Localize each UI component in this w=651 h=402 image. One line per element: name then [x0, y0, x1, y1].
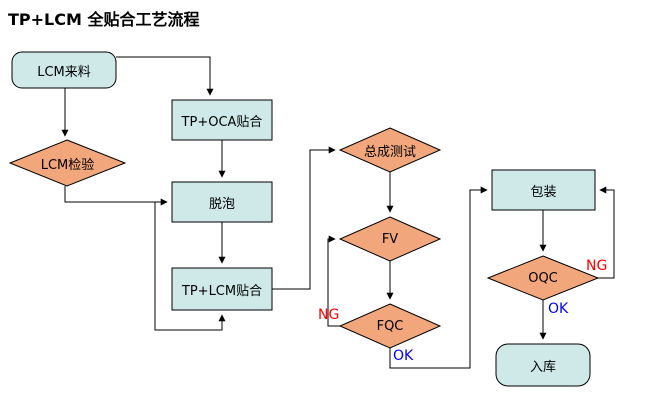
edge-inspection-to-defoaming	[64, 186, 168, 206]
page-title: TP+LCM 全贴合工艺流程	[8, 10, 200, 29]
edge-oqc-ng-to-packing	[598, 186, 615, 279]
node-defoaming-shape	[171, 181, 273, 223]
node-lcm-inspection-shape	[8, 139, 127, 187]
node-tp-oca-lamination-shape	[171, 99, 273, 141]
node-assembly-test-shape	[338, 127, 442, 173]
edge-incoming-to-tpoca	[116, 56, 214, 96]
edge-label-oqc-ok: OK	[548, 301, 569, 317]
edge-label-oqc-ng: NG	[586, 258, 608, 274]
node-fv-shape	[338, 216, 442, 262]
node-lcm-incoming-shape	[11, 51, 117, 89]
edge-label-fqc-ng: NG	[318, 307, 340, 323]
edge-rework-loop-to-tplcm	[154, 202, 226, 331]
node-oqc-shape	[486, 255, 600, 301]
node-packing-shape	[491, 169, 596, 211]
node-warehousing-shape	[495, 343, 591, 387]
edge-fqc-ok-to-packing	[389, 186, 488, 369]
node-fqc-shape	[338, 303, 442, 349]
edge-tplcm-to-assembly-test	[272, 146, 336, 290]
edge-fqc-ng-to-fv	[327, 235, 340, 327]
node-tp-lcm-lamination-shape	[171, 267, 273, 311]
edge-label-fqc-ok: OK	[393, 348, 414, 364]
